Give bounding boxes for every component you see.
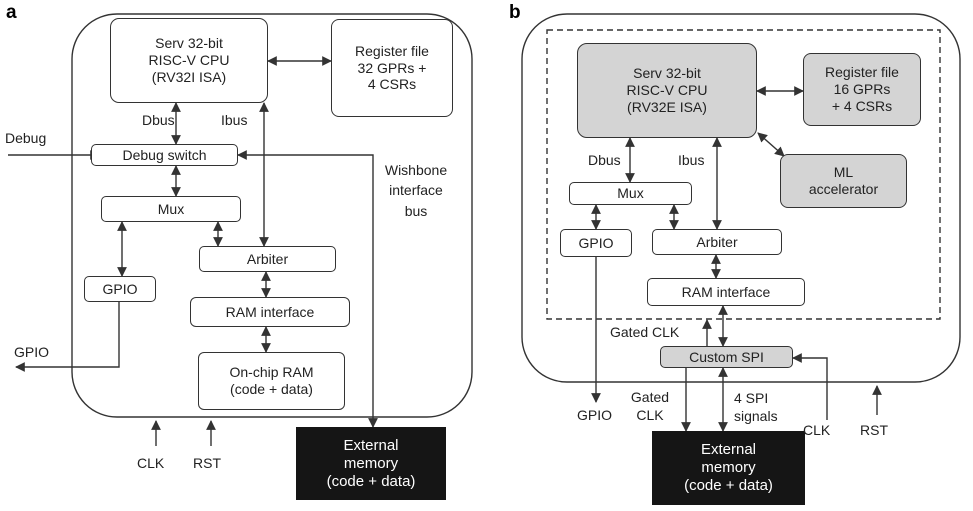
onchip-ram-a: On-chip RAM (code + data) xyxy=(198,352,345,410)
external-memory-b: External memory (code + data) xyxy=(652,431,805,505)
label-ibus-a: Ibus xyxy=(221,112,248,128)
gpio-block-a: GPIO xyxy=(84,276,156,302)
label-rst-a: RST xyxy=(193,455,221,471)
label-gpio-out-b: GPIO xyxy=(577,407,613,423)
cpu-block-b: Serv 32-bit RISC-V CPU (RV32E ISA) xyxy=(577,43,757,138)
ml-accelerator-b: ML accelerator xyxy=(780,154,907,208)
arbiter-a: Arbiter xyxy=(199,246,336,272)
register-file-b: Register file 16 GPRs + 4 CSRs xyxy=(803,53,921,126)
mux-b: Mux xyxy=(569,182,692,205)
label-ibus-b: Ibus xyxy=(678,152,705,168)
label-spi-signals-b: 4 SPI signals xyxy=(734,390,778,424)
panel-letter-b: b xyxy=(509,2,521,23)
gpio-block-b: GPIO xyxy=(560,229,632,257)
custom-spi-b: Custom SPI xyxy=(660,346,793,368)
external-memory-a: External memory (code + data) xyxy=(296,427,446,500)
mux-a: Mux xyxy=(101,196,241,222)
label-clk-a: CLK xyxy=(137,455,165,471)
ram-interface-b: RAM interface xyxy=(647,278,805,306)
debug-switch-a: Debug switch xyxy=(91,144,238,166)
panel-letter-a: a xyxy=(6,2,17,23)
label-gated-clk-top-b: Gated CLK xyxy=(610,324,680,340)
ram-interface-a: RAM interface xyxy=(190,297,350,327)
label-gpio-out-a: GPIO xyxy=(14,344,50,360)
label-gated-clk-bottom-b: Gated CLK xyxy=(630,389,670,423)
label-clk-b: CLK xyxy=(803,422,831,438)
label-rst-b: RST xyxy=(860,422,888,438)
chip-boundary-b xyxy=(521,13,961,383)
label-wishbone-a: Wishbone interface bus xyxy=(384,162,448,219)
register-file-a: Register file 32 GPRs + 4 CSRs xyxy=(331,19,453,117)
label-dbus-b: Dbus xyxy=(588,152,621,168)
cpu-block-a: Serv 32-bit RISC-V CPU (RV32I ISA) xyxy=(110,18,268,103)
label-dbus-a: Dbus xyxy=(142,112,175,128)
arbiter-b: Arbiter xyxy=(652,229,782,255)
label-debug-a: Debug xyxy=(5,130,47,146)
